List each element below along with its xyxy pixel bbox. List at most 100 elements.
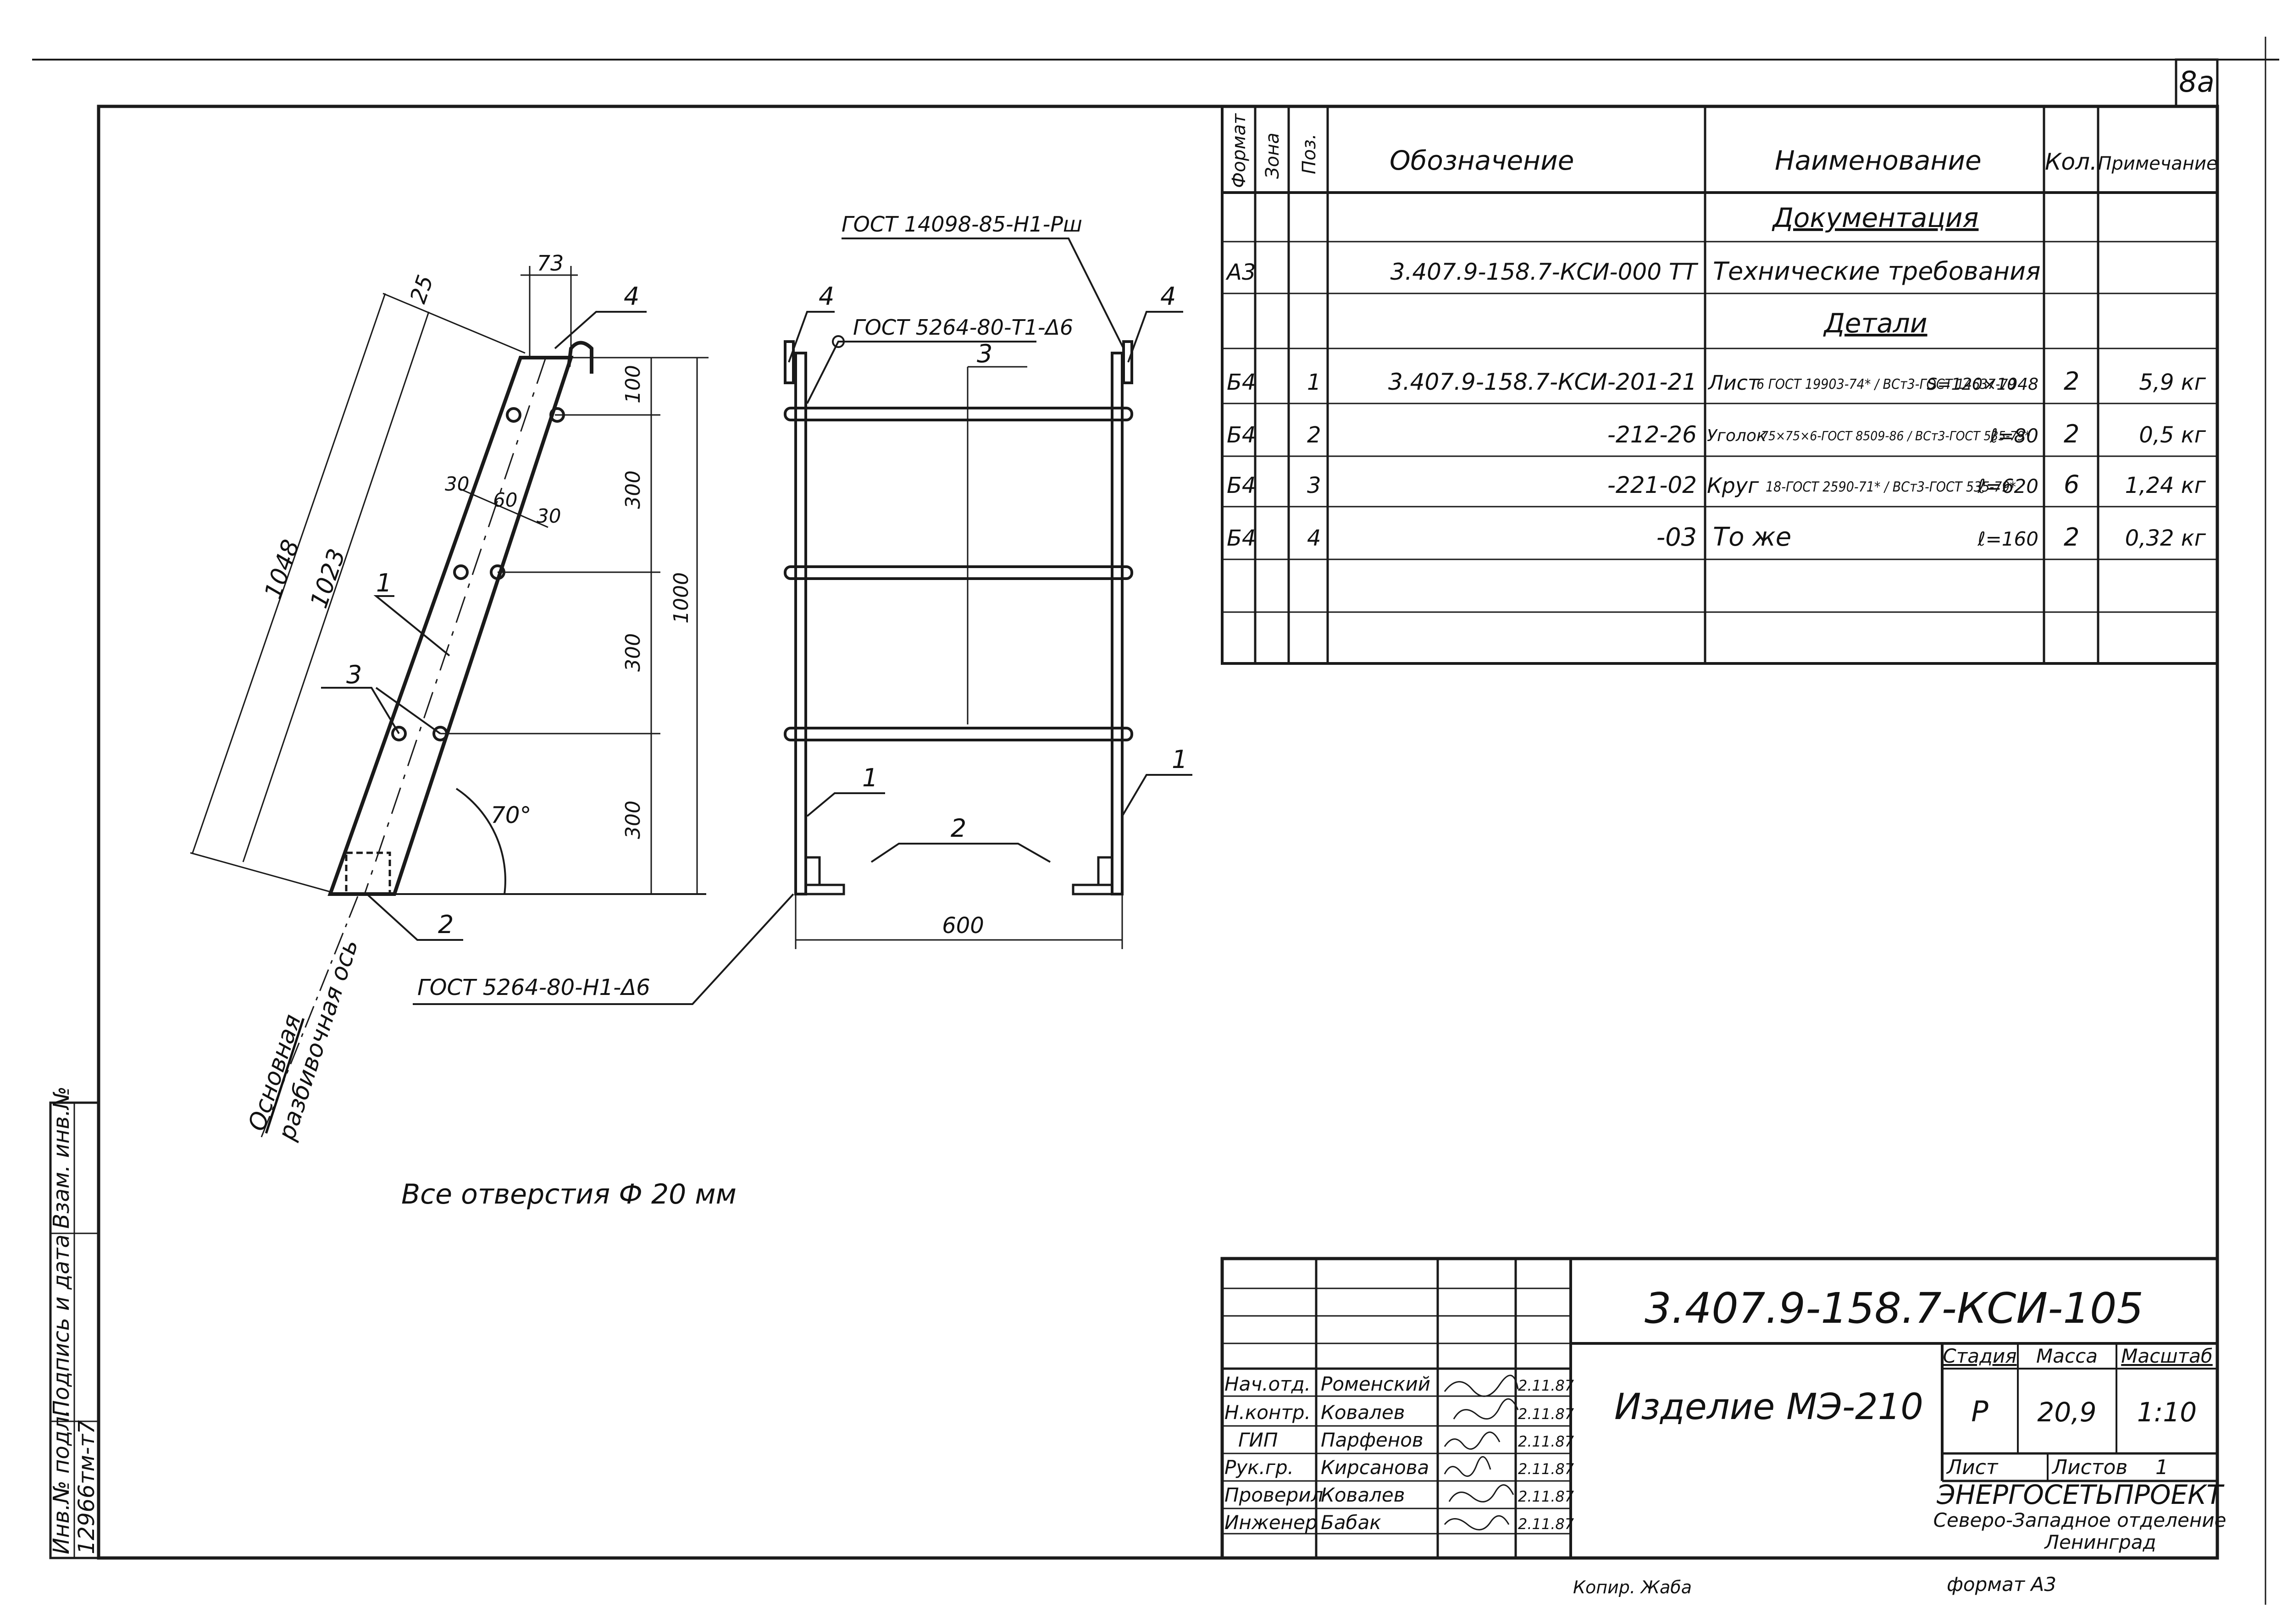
row-format: Б4 xyxy=(1227,525,1256,551)
main-frame xyxy=(97,105,2219,1560)
header-zone: Зона xyxy=(1262,133,1283,179)
title-block: 3.407.9-158.7-КСИ-105 Изделие МЭ-210 Ста… xyxy=(1220,1257,2227,1560)
signer-name: Ковалев xyxy=(1321,1401,1405,1424)
spec-table: Формат Зона Поз. Обозначение Наименовани… xyxy=(1221,105,2219,665)
table-row: Б4 1 3.407.9-158.7-КСИ-201-21 Лист 6 ГОС… xyxy=(1227,367,2206,396)
pos-1-front-left: 1 xyxy=(862,763,878,792)
row-name-sub: 75×75×6-ГОСТ 8509-86 / ВСт3-ГОСТ 535-79* xyxy=(1761,428,2030,443)
row-name-extra: ℓ=620 xyxy=(1977,475,2038,497)
row-designation: -221-02 xyxy=(1607,472,1697,498)
signer-role: ГИП xyxy=(1238,1429,1278,1451)
format-label: формат А3 xyxy=(1947,1573,2056,1596)
front-angle-right xyxy=(1097,856,1113,886)
pos-3-front: 3 xyxy=(977,339,992,368)
signature xyxy=(1444,1515,1510,1530)
side-view-angle-label: 70° xyxy=(491,802,532,829)
side-stamp-inv-value: 12966тм-т7 xyxy=(74,1420,100,1554)
front-view: 3 600 2 1 1 4 4 ГОСТ 14098-85-Н1-Рш ГОСТ… xyxy=(784,212,1192,949)
dim-1023: 1023 xyxy=(305,546,351,612)
signer-row: Инженер Бабак 2.11.87 xyxy=(1224,1511,1574,1534)
dim-60: 60 xyxy=(493,489,517,511)
dim-30a: 30 xyxy=(445,473,469,495)
angle-arc xyxy=(455,788,506,895)
side-view-axis xyxy=(364,357,547,895)
scale-label: Масштаб xyxy=(2121,1345,2213,1367)
table-row: А3 3.407.9-158.7-КСИ-000 ТТ Технические … xyxy=(1225,257,2041,286)
gost-h1-label: ГОСТ 5264-80-Н1-Δ6 xyxy=(417,975,650,1000)
rung xyxy=(784,407,1133,421)
signer-date: 2.11.87 xyxy=(1518,1515,1574,1533)
header-designation: Обозначение xyxy=(1390,145,1574,176)
signer-name: Бабак xyxy=(1321,1511,1381,1534)
row-name: Уголок xyxy=(1707,426,1767,445)
dim-25: 25 xyxy=(405,272,438,307)
header-name: Наименование xyxy=(1775,145,1982,176)
dim-300c: 300 xyxy=(621,801,645,839)
header-format: Формат xyxy=(1229,113,1250,188)
sheets-value: 1 xyxy=(2155,1456,2168,1479)
org-branch: Северо-Западное отделение xyxy=(1933,1509,2227,1531)
sheet-label: Лист xyxy=(1946,1456,1999,1479)
stage-label: Стадия xyxy=(1943,1345,2016,1367)
row-designation: -212-26 xyxy=(1607,421,1697,448)
side-view: 70° 1048 1023 25 73 30 60 30 100 300 300… xyxy=(190,251,794,1144)
hole xyxy=(391,726,407,741)
side-stamp: Инв.№ подл. 12966тм-т7 Подпись и дата Вз… xyxy=(49,1086,100,1559)
signer-row: Рук.гр. Кирсанова 2.11.87 xyxy=(1224,1456,1574,1479)
signature xyxy=(1448,1484,1514,1502)
org-name: ЭНЕРГОСЕТЬПРОЕКТ xyxy=(1936,1479,2225,1510)
row-pos: 1 xyxy=(1307,370,1321,395)
section-docs: Документация xyxy=(1772,202,1979,233)
dim-100: 100 xyxy=(621,365,645,403)
signer-date: 2.11.87 xyxy=(1518,1433,1574,1450)
header-pos: Поз. xyxy=(1299,133,1320,174)
row-name-extra: ℓ=160 xyxy=(1977,528,2038,550)
row-qty: 2 xyxy=(2064,367,2079,396)
row-name: Лист xyxy=(1707,371,1760,395)
signature xyxy=(1444,1375,1519,1397)
signer-role: Инженер xyxy=(1224,1511,1318,1534)
row-note: 0,32 кг xyxy=(2125,525,2206,551)
signer-name: Парфенов xyxy=(1321,1429,1423,1451)
dim-1000: 1000 xyxy=(670,572,693,624)
row-designation: 3.407.9-158.7-КСИ-000 ТТ xyxy=(1390,259,1699,285)
signer-role: Нач.отд. xyxy=(1224,1373,1311,1395)
gost-top-label: ГОСТ 14098-85-Н1-Рш xyxy=(842,212,1082,237)
row-name: Технические требования xyxy=(1713,257,2041,286)
row-format: А3 xyxy=(1225,260,1256,285)
front-hook-right xyxy=(1122,340,1133,384)
signer-date: 2.11.87 xyxy=(1518,1488,1574,1505)
table-row: Б4 3 -221-02 Круг 18-ГОСТ 2590-71* / ВСт… xyxy=(1227,470,2206,499)
row-pos: 4 xyxy=(1307,525,1321,551)
dim-300a: 300 xyxy=(621,470,645,509)
row-name-extra: ℓ=80 xyxy=(1989,425,2038,447)
document-code: 3.407.9-158.7-КСИ-105 xyxy=(1645,1284,2143,1333)
spec-table-frame xyxy=(1221,105,2219,665)
section-parts: Детали xyxy=(1822,308,1927,339)
dim-1048: 1048 xyxy=(260,536,305,603)
pos-4-front-left: 4 xyxy=(819,282,834,311)
dim-73: 73 xyxy=(537,251,564,276)
stage-value: Р xyxy=(1971,1395,1988,1428)
dim-300b: 300 xyxy=(621,633,645,672)
front-stringer-right xyxy=(1111,352,1124,895)
signer-date: 2.11.87 xyxy=(1518,1377,1574,1394)
mass-value: 20,9 xyxy=(2037,1397,2096,1428)
front-hook-left xyxy=(784,340,795,384)
signer-name: Кирсанова xyxy=(1321,1456,1429,1479)
side-view-stringer xyxy=(327,356,574,896)
row-name: Круг xyxy=(1707,473,1759,498)
pos-3-side: 3 xyxy=(346,660,362,689)
side-view-angle xyxy=(345,851,391,895)
row-format: Б4 xyxy=(1227,473,1256,498)
signer-row: Проверил Ковалев 2.11.87 xyxy=(1224,1484,1574,1506)
header-qty: Кол. xyxy=(2045,149,2097,175)
signer-name: Ковалев xyxy=(1321,1484,1405,1506)
row-name: То же xyxy=(1713,522,1791,552)
side-stamp-vzam-label: Взам. инв.№ xyxy=(49,1086,74,1229)
signer-row: ГИП Парфенов 2.11.87 xyxy=(1238,1429,1574,1451)
row-name-sub: 18-ГОСТ 2590-71* / ВСт3-ГОСТ 535-79* xyxy=(1766,479,2016,495)
product-name: Изделие МЭ-210 xyxy=(1614,1386,1923,1428)
scale-value: 1:10 xyxy=(2137,1397,2197,1428)
signature xyxy=(1444,1456,1491,1477)
